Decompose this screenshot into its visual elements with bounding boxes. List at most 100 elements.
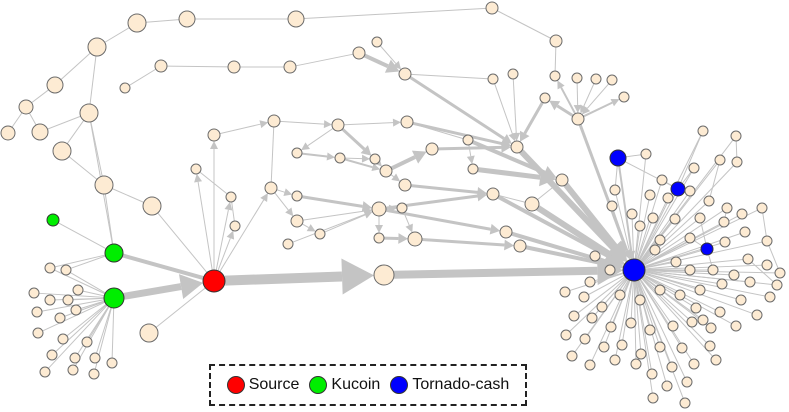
graph-node	[616, 339, 628, 351]
graph-node	[644, 189, 656, 201]
tornado-node	[609, 149, 627, 167]
arrowhead-src-hub	[341, 258, 375, 295]
edge-a3-b1	[303, 7, 487, 20]
graph-node	[555, 173, 569, 187]
edge-a9-a10	[66, 120, 85, 144]
graph-node	[764, 291, 776, 303]
graph-node	[539, 92, 551, 104]
edge-d21-tc	[536, 205, 611, 257]
kucoin-node	[104, 243, 124, 263]
legend-item-tornado: Tornado-cash	[390, 376, 509, 394]
edge-c9-tc	[578, 124, 629, 252]
edge-d30-d27	[403, 212, 410, 226]
graph-node	[656, 174, 668, 186]
edge-d26-d20	[292, 213, 366, 243]
arrowhead-src-d14	[260, 193, 268, 203]
graph-node	[589, 250, 601, 262]
graph-node	[44, 262, 56, 274]
graph-node	[31, 123, 49, 141]
arrowhead-d6-d7	[361, 154, 371, 163]
graph-node	[57, 333, 69, 345]
edge-tc-rf16	[631, 218, 635, 260]
arrowhead-d12-d15	[391, 173, 401, 182]
edge-tc-rf59	[639, 278, 671, 323]
edge-a11-k1	[104, 193, 114, 245]
graph-node	[718, 216, 730, 228]
arrowhead-d24-d27	[398, 233, 409, 244]
graph-node	[571, 112, 585, 126]
graph-node	[334, 152, 346, 164]
edge-b9-d10	[409, 76, 505, 140]
graph-node	[513, 239, 527, 253]
edge-src-d14	[219, 199, 265, 272]
graph-node	[72, 284, 84, 296]
edge-b9-c1	[410, 73, 489, 80]
edge-rf22-rf29	[768, 245, 779, 269]
arrowhead-c9-c7	[549, 100, 561, 111]
edge-tc-rf40	[569, 272, 624, 291]
edge-d12-d8	[390, 155, 416, 171]
edge-rf3-t2	[666, 182, 673, 187]
edge-k2-lf4	[72, 297, 105, 301]
edge-d4-d1	[219, 123, 261, 135]
graph-node	[291, 190, 303, 202]
graph-node	[507, 68, 519, 80]
edge-tc-rf10	[639, 194, 688, 262]
graph-node	[396, 202, 408, 214]
graph-node	[684, 185, 696, 197]
edge-k2-lf2	[38, 292, 105, 298]
graph-node	[714, 306, 726, 318]
graph-node	[32, 327, 44, 339]
arrowhead-d14-d22	[285, 207, 294, 217]
edge-a4-a1	[104, 27, 130, 43]
edge-rf7-t1	[614, 165, 618, 186]
graph-node	[626, 208, 638, 220]
edge-tc-rf20	[643, 223, 720, 266]
graph-node	[371, 36, 383, 48]
arrowhead-d30-d27	[405, 223, 413, 233]
graph-node	[568, 310, 580, 322]
graph-node	[618, 91, 630, 103]
graph-node	[584, 276, 596, 288]
graph-node	[730, 130, 742, 142]
graph-node	[646, 368, 658, 380]
graph-node	[54, 312, 66, 324]
edge-src-d25	[217, 237, 231, 271]
graph-node	[559, 286, 571, 298]
graph-node	[634, 220, 646, 232]
graph-node	[584, 359, 596, 371]
edge-d23-d20	[324, 214, 366, 233]
arrowhead-c4-c9	[573, 104, 582, 114]
edge-tc-rf28	[644, 264, 763, 271]
graph-node	[549, 34, 563, 48]
legend-label-source: Source	[248, 376, 300, 393]
graph-node	[736, 208, 748, 220]
edge-d22-d20	[302, 210, 365, 221]
edge-k2-lf7	[64, 301, 105, 317]
kucoin-node	[46, 213, 60, 227]
graph-node	[670, 256, 682, 268]
edge-d22-d23	[301, 223, 309, 229]
graph-node	[598, 341, 610, 353]
graph-node	[609, 184, 621, 196]
graph-node	[283, 60, 297, 74]
graph-node	[407, 231, 423, 247]
legend: Source Kucoin Tornado-cash	[209, 364, 527, 406]
edge-tc-rf65	[605, 280, 631, 343]
graph-node	[560, 329, 572, 341]
edge-tc-rf67	[634, 280, 642, 350]
graph-node	[704, 340, 716, 352]
edge-k2-lf16	[75, 306, 110, 366]
graph-node	[690, 302, 702, 314]
graph-node	[590, 73, 602, 85]
edge-tc-rf41	[588, 274, 625, 296]
edge-tc-rf7	[615, 194, 632, 260]
graph-node	[67, 364, 79, 376]
arrowhead-b3-b9	[384, 59, 400, 73]
edge-a6-a8	[28, 112, 37, 126]
graph-edges	[11, 7, 779, 399]
graph-node	[398, 67, 412, 81]
edge-rf1-rf6	[735, 140, 738, 158]
edge-a12-src	[157, 212, 208, 273]
